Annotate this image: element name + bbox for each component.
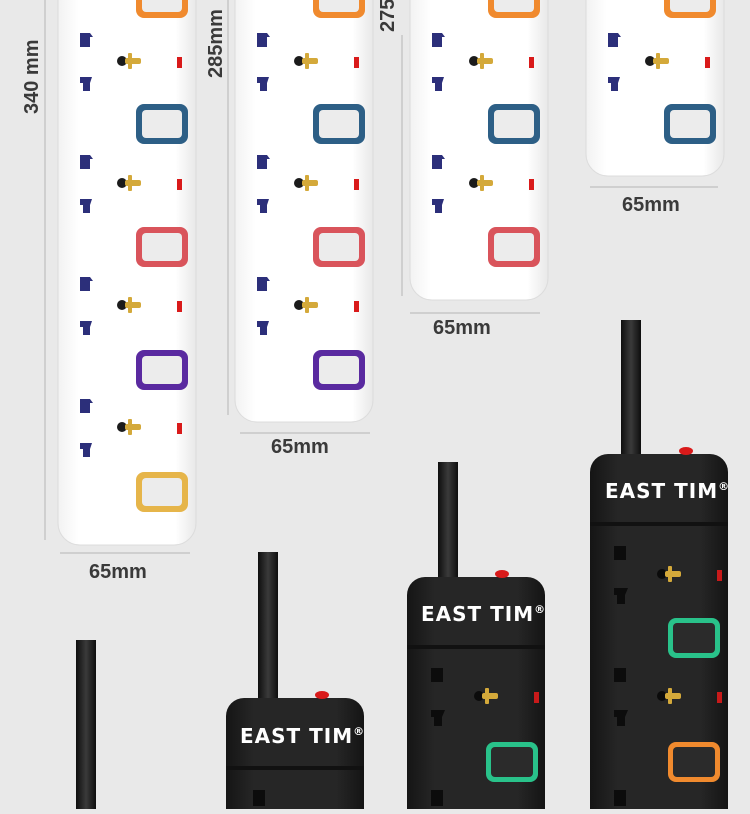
power-cord xyxy=(621,320,641,460)
white-power-strip-medium xyxy=(227,0,374,434)
strip-body xyxy=(585,0,725,177)
indicator-light xyxy=(679,447,693,455)
strip-body xyxy=(57,0,197,546)
white-power-strip-mini xyxy=(585,0,725,188)
power-cord xyxy=(438,462,458,582)
black-power-strip-large xyxy=(590,320,728,814)
height-label-285: 285mm xyxy=(205,9,227,78)
black-power-strip-small xyxy=(226,552,364,814)
indicator-light xyxy=(315,691,329,699)
width-label: 65mm xyxy=(271,436,329,458)
width-label: 65mm xyxy=(433,317,491,339)
black-power-strip-medium xyxy=(407,462,545,814)
white-power-strip-large xyxy=(44,0,197,554)
indicator-light xyxy=(495,570,509,578)
brand-logo: EAST TIM® xyxy=(240,724,365,748)
power-cord xyxy=(76,640,96,810)
width-label: 65mm xyxy=(89,561,147,583)
brand-logo: EAST TIM® xyxy=(421,602,546,626)
strip-body xyxy=(409,0,549,301)
height-label-275: 275 xyxy=(377,0,399,32)
width-label: 65mm xyxy=(622,194,680,216)
height-label-340: 340 mm xyxy=(21,39,43,115)
power-cord xyxy=(258,552,278,702)
strip-body xyxy=(226,698,364,814)
brand-logo: EAST TIM® xyxy=(605,479,730,503)
white-power-strip-small xyxy=(401,0,549,314)
